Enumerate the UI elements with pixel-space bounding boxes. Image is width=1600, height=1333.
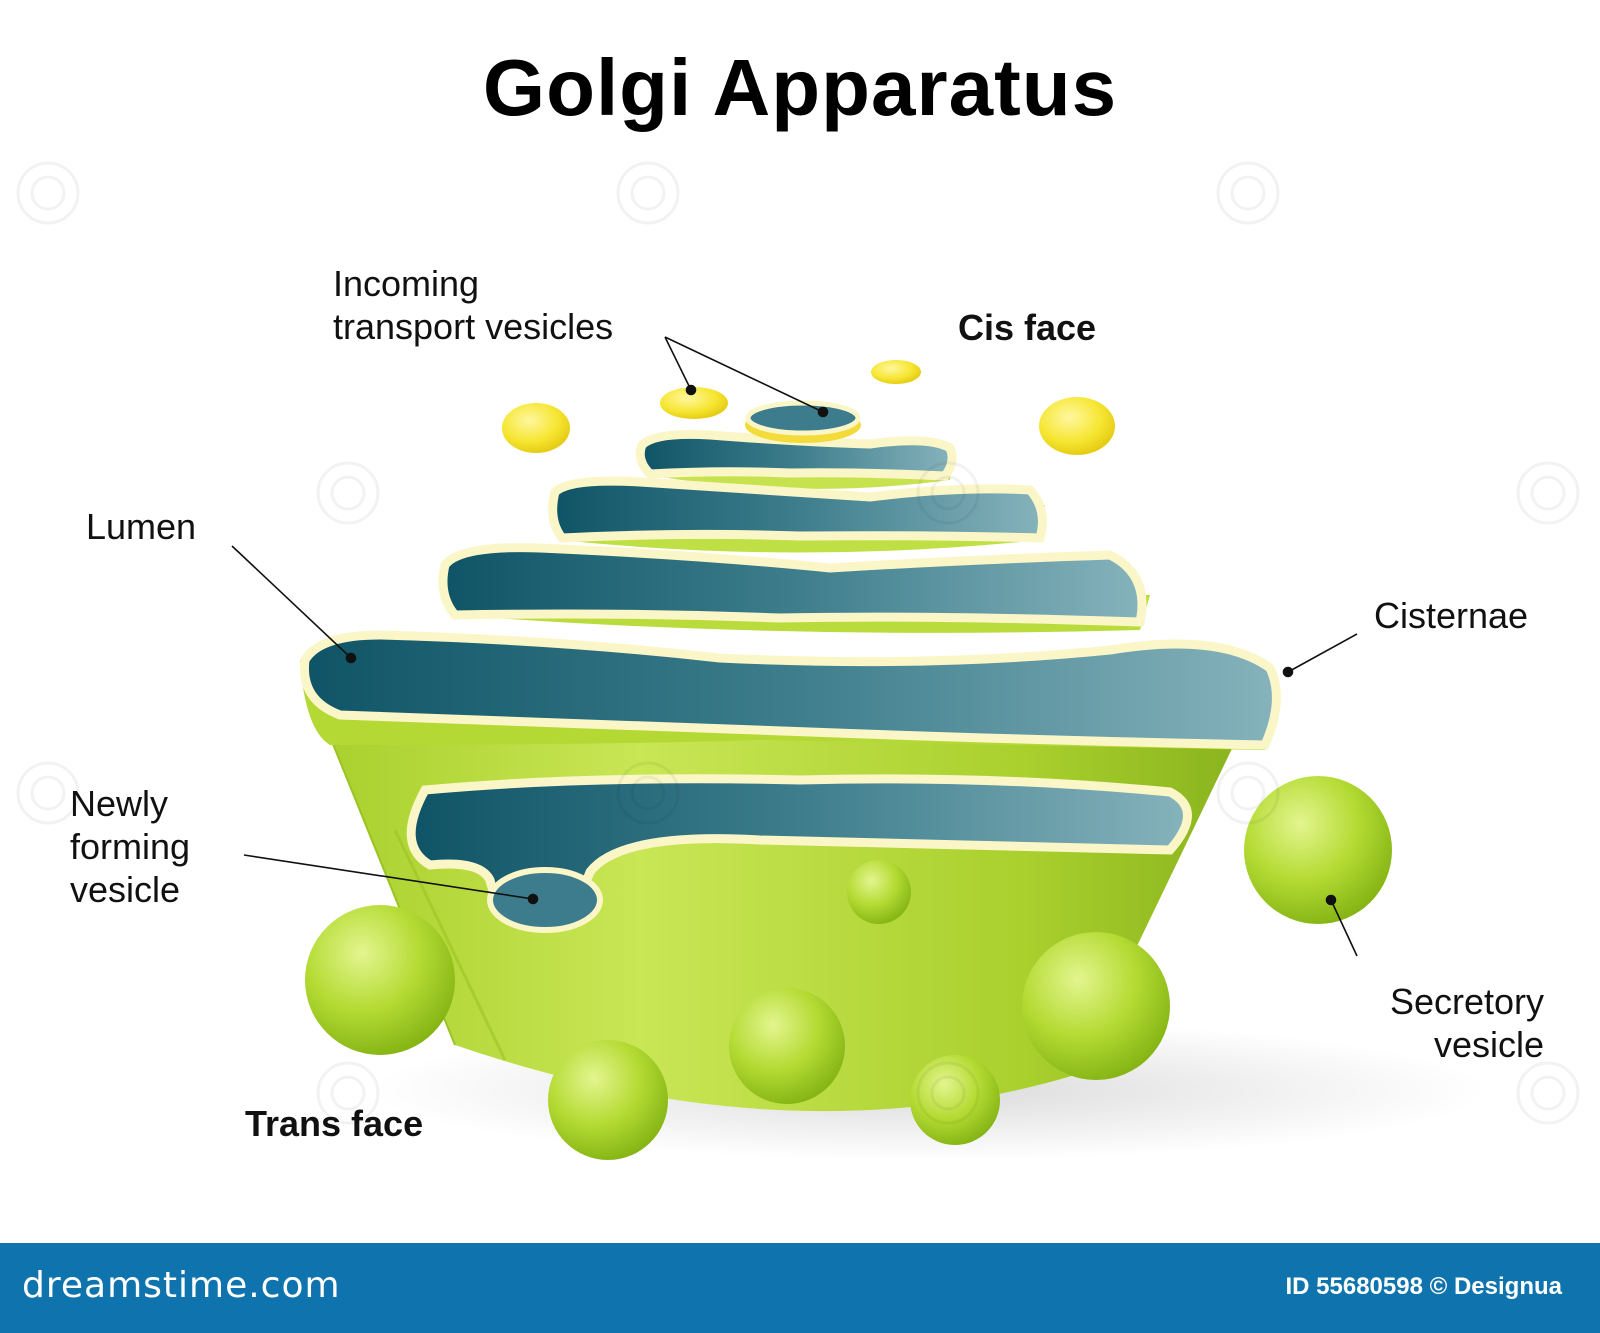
cisterna-3 <box>438 543 1147 627</box>
leader-cisternae <box>1287 633 1358 673</box>
secretory-vesicle <box>305 905 455 1055</box>
leader-incoming-a <box>664 336 692 391</box>
golgi-diagram <box>16 161 1580 1160</box>
label-secretory-vesicle: Secretory vesicle <box>1389 981 1544 1065</box>
secretory-vesicle <box>910 1055 1000 1145</box>
secretory-vesicle <box>1022 932 1170 1080</box>
leader-lumen <box>231 545 352 659</box>
cisterna-1 <box>635 429 957 481</box>
leader-dot <box>685 384 697 396</box>
leader-incoming-b <box>664 336 824 413</box>
cisterna-2 <box>548 476 1047 543</box>
transport-vesicle <box>502 403 570 453</box>
label-lumen: Lumen <box>86 506 197 547</box>
leader-dot <box>345 652 357 664</box>
merging-vesicle-lumen <box>745 400 861 436</box>
vesicle-bud <box>847 860 911 924</box>
label-cis-face: Cis face <box>958 307 1097 348</box>
label-cisternae: Cisternae <box>1374 595 1529 636</box>
transport-vesicle <box>1039 397 1115 455</box>
leader-secretory <box>1330 899 1358 957</box>
watermark-pattern <box>16 161 1580 1125</box>
footer-bar: dreamstime.com ID 55680598 © Designua <box>0 1243 1600 1333</box>
secretory-vesicle <box>548 1040 668 1160</box>
footer-credit: ID 55680598 © Designua <box>1285 1273 1563 1300</box>
footer-brand[interactable]: dreamstime.com <box>22 1265 341 1306</box>
leader-dot <box>527 893 539 905</box>
cisterna-main <box>299 630 1281 750</box>
secretory-vesicles <box>305 776 1392 1160</box>
leader-dot <box>1282 666 1294 678</box>
secretory-vesicle <box>1244 776 1392 924</box>
diagram-title: Golgi Apparatus <box>482 43 1118 132</box>
transport-vesicle <box>871 360 921 384</box>
transport-vesicles <box>502 360 1115 455</box>
newly-forming-vesicle <box>487 867 603 933</box>
label-incoming-transport-vesicles: Incoming transport vesicles <box>333 263 614 347</box>
label-newly-forming-vesicle: Newly forming vesicle <box>70 783 191 910</box>
leader-dot <box>1325 894 1337 906</box>
leader-dot <box>817 406 829 418</box>
leader-newly-forming <box>243 854 534 900</box>
label-trans-face: Trans face <box>245 1103 424 1144</box>
cisterna-lower <box>406 774 1192 933</box>
transport-vesicle <box>660 387 728 419</box>
leader-lines <box>231 336 1358 957</box>
secretory-vesicle <box>729 988 845 1104</box>
